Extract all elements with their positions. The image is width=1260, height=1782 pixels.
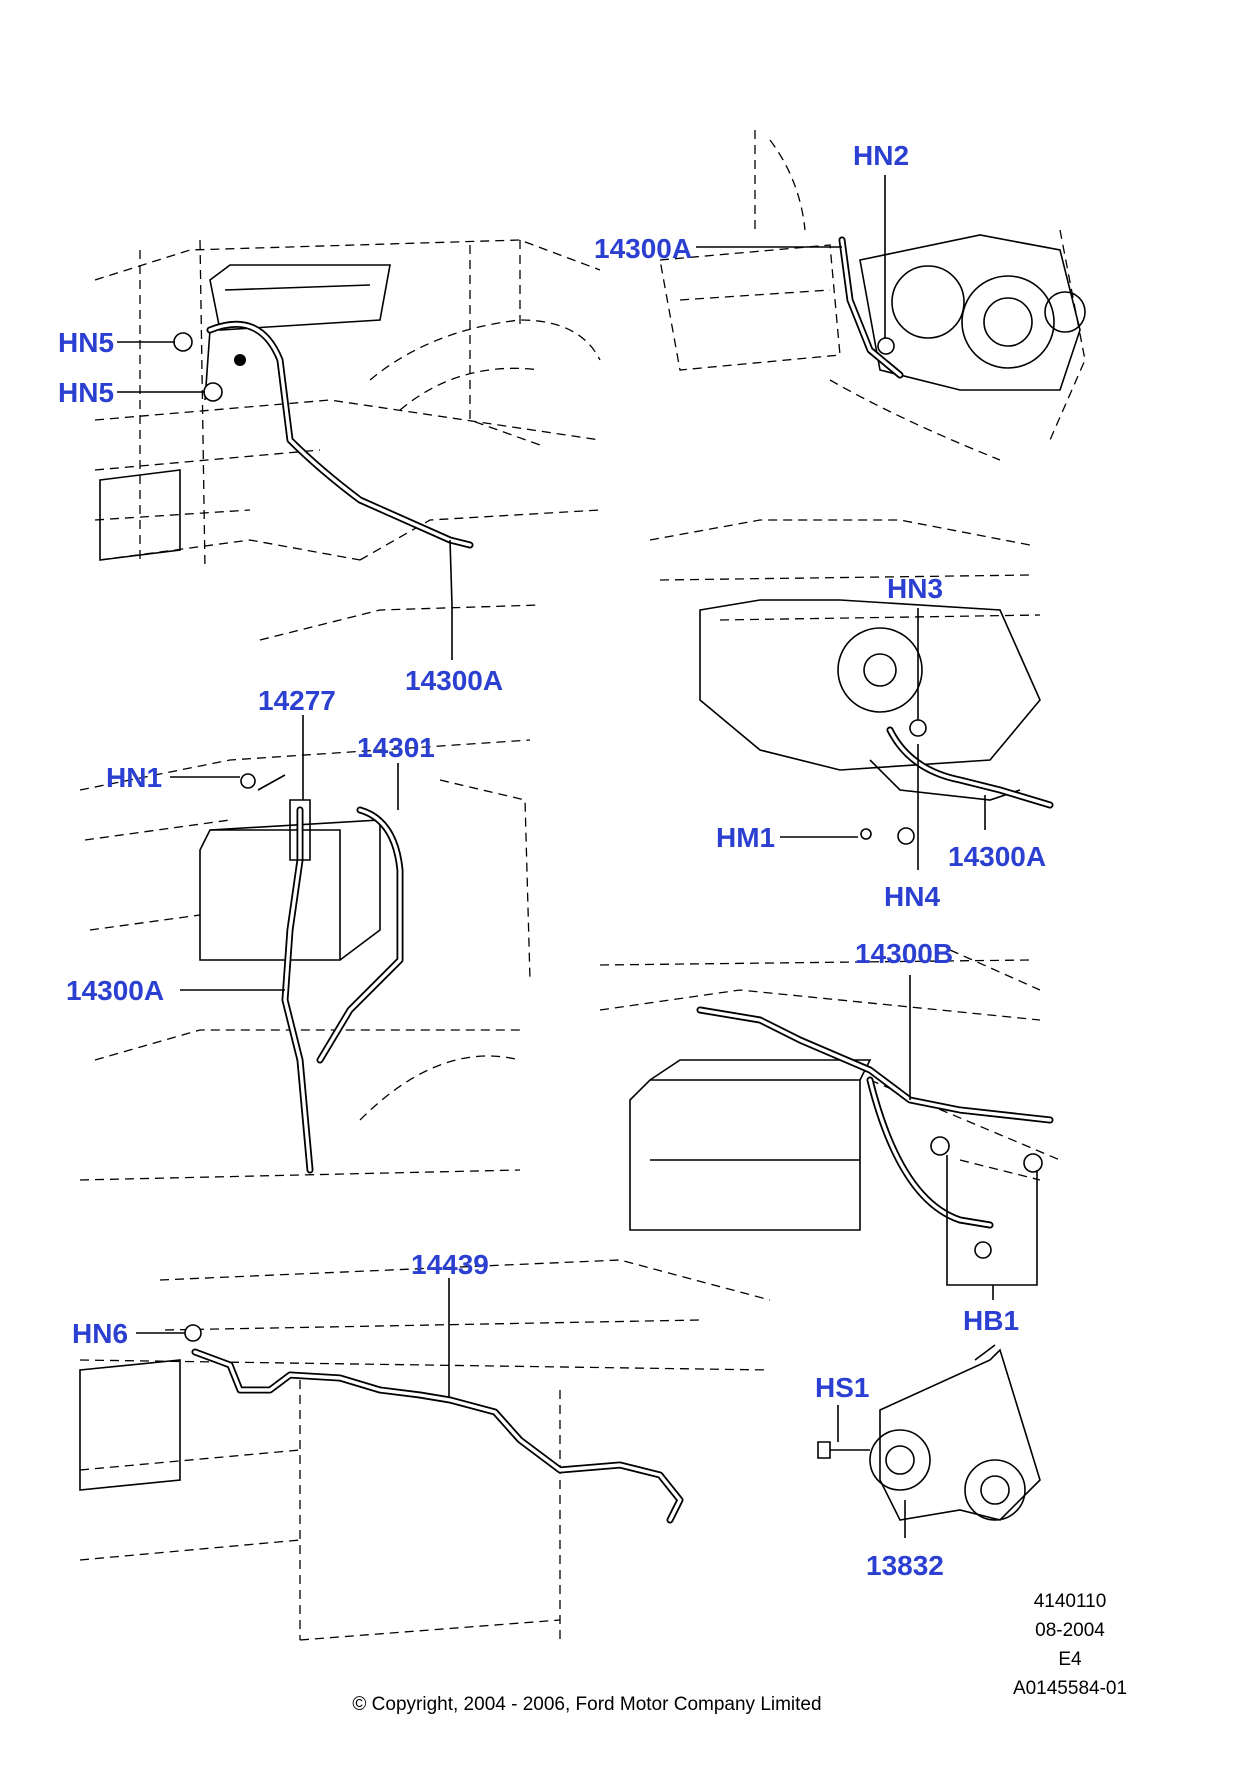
view-left-middle bbox=[79, 739, 531, 1181]
view-right-middle bbox=[649, 519, 1054, 845]
callout-14300a: 14300A bbox=[405, 665, 503, 696]
callout-14301: 14301 bbox=[357, 732, 435, 763]
callout-hn3: HN3 bbox=[887, 573, 943, 604]
callout-hn4: HN4 bbox=[884, 881, 940, 912]
callout-13832: 13832 bbox=[866, 1550, 944, 1581]
drawing-code: E4 bbox=[1058, 1649, 1082, 1670]
callout-hb1: HB1 bbox=[963, 1305, 1019, 1336]
callout-hn1: HN1 bbox=[106, 762, 162, 793]
callout-hm1: HM1 bbox=[716, 822, 775, 853]
view-bottom-right bbox=[817, 1344, 1041, 1521]
view-top-left bbox=[94, 239, 601, 641]
drawing-date: 08-2004 bbox=[1035, 1620, 1105, 1641]
callout-14277: 14277 bbox=[258, 685, 336, 716]
view-top-right bbox=[659, 130, 1086, 461]
drawing-number: 4140110 bbox=[1034, 1591, 1107, 1612]
view-bottom-left bbox=[79, 1259, 771, 1641]
leader-lines bbox=[117, 175, 1038, 1538]
callout-14300a: 14300A bbox=[66, 975, 164, 1006]
drawing-reference: A0145584-01 bbox=[1013, 1678, 1127, 1699]
callout-14300a: 14300A bbox=[948, 841, 1046, 872]
drawing-metadata: 4140110 08-2004 E4 A0145584-01 © Copyrig… bbox=[352, 1591, 1127, 1715]
callout-14439: 14439 bbox=[411, 1249, 489, 1280]
callout-hs1: HS1 bbox=[815, 1372, 869, 1403]
callout-hn5: HN5 bbox=[58, 327, 114, 358]
callout-hn2: HN2 bbox=[853, 140, 909, 171]
callout-hn6: HN6 bbox=[72, 1318, 128, 1349]
callout-hn5: HN5 bbox=[58, 377, 114, 408]
callout-14300a: 14300A bbox=[594, 233, 692, 264]
view-right-lower bbox=[599, 949, 1061, 1259]
copyright-text: © Copyright, 2004 - 2006, Ford Motor Com… bbox=[352, 1694, 821, 1715]
callout-14300b: 14300B bbox=[855, 938, 953, 969]
callout-labels: HN5 HN5 14300A HN2 14300A HN3 14277 1430… bbox=[58, 140, 1046, 1581]
